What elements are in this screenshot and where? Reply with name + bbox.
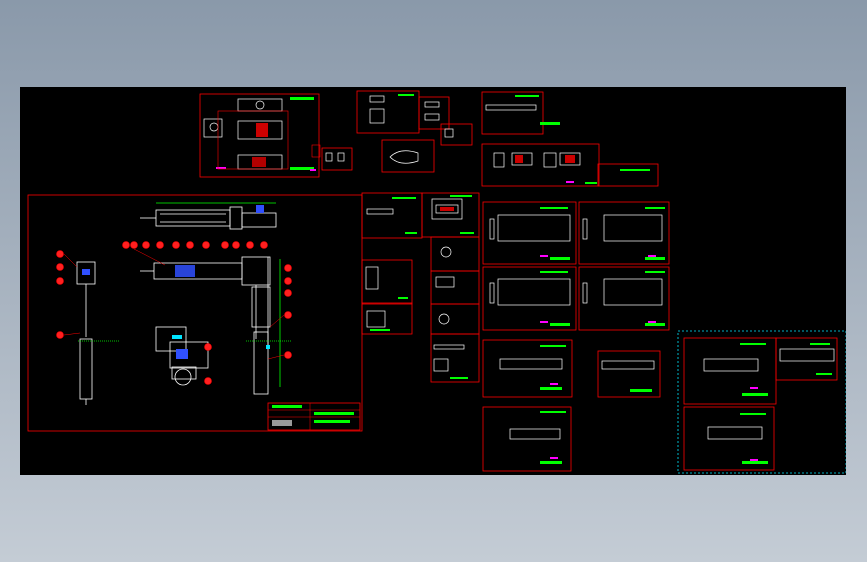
part-sheet-18 bbox=[482, 201, 577, 265]
leader-lines bbox=[63, 248, 285, 360]
part-hatching bbox=[252, 123, 575, 211]
assembly-dimensions bbox=[78, 202, 292, 387]
balloon-callout bbox=[56, 331, 64, 339]
balloon-callout bbox=[122, 241, 130, 249]
group-boundary-dashed bbox=[677, 330, 846, 474]
balloon-callout bbox=[186, 241, 194, 249]
part-sheet-2 bbox=[356, 90, 420, 134]
part-sheet-13 bbox=[361, 302, 413, 335]
balloon-callout bbox=[204, 377, 212, 385]
part-sheet-16 bbox=[430, 303, 480, 335]
balloon-callout bbox=[232, 241, 240, 249]
part-sheet-8 bbox=[321, 147, 353, 171]
part-sheet-4 bbox=[440, 123, 473, 146]
balloon-callout bbox=[204, 343, 212, 351]
sheet-frames bbox=[27, 90, 838, 472]
part-sheet-21 bbox=[578, 266, 670, 331]
balloon-callout bbox=[284, 264, 292, 272]
part-sheet-7 bbox=[597, 163, 659, 187]
part-sheet-20 bbox=[482, 266, 577, 331]
balloon-callout bbox=[130, 241, 138, 249]
part-sheet-19 bbox=[578, 201, 670, 265]
balloon-callout bbox=[56, 263, 64, 271]
balloon-callout bbox=[202, 241, 210, 249]
part-sheet-6 bbox=[481, 143, 600, 187]
balloon-callout bbox=[284, 311, 292, 319]
balloon-callouts bbox=[56, 241, 292, 385]
balloon-callout bbox=[56, 277, 64, 285]
cyan-parts bbox=[172, 335, 270, 349]
drawing-canvas[interactable] bbox=[20, 87, 846, 475]
part-sheet-26 bbox=[775, 337, 838, 381]
balloon-callout bbox=[246, 241, 254, 249]
balloon-callout bbox=[142, 241, 150, 249]
balloon-callout bbox=[221, 241, 229, 249]
part-sheet-23 bbox=[597, 350, 661, 398]
part-geometry bbox=[203, 95, 835, 440]
annotation-marks bbox=[216, 167, 758, 461]
inner-part-frames bbox=[217, 110, 321, 170]
part-sheet-1 bbox=[199, 93, 320, 178]
cad-drawing bbox=[27, 90, 846, 474]
part-sheet-14 bbox=[430, 236, 480, 272]
assembly-views bbox=[76, 206, 277, 405]
highlight-fills bbox=[82, 205, 264, 359]
part-sheet-27 bbox=[683, 406, 775, 471]
balloon-callout bbox=[156, 241, 164, 249]
part-sheet-10 bbox=[361, 192, 423, 239]
part-dimension-text bbox=[290, 94, 832, 464]
part-sheet-11 bbox=[421, 192, 480, 238]
balloon-callout bbox=[284, 289, 292, 297]
part-sheet-22 bbox=[482, 339, 573, 398]
balloon-callout bbox=[284, 277, 292, 285]
assembly-sheet-frame bbox=[27, 194, 363, 432]
balloon-callout bbox=[172, 241, 180, 249]
part-sheet-24 bbox=[482, 406, 572, 472]
part-sheet-9 bbox=[381, 139, 435, 173]
part-sheet-17 bbox=[430, 333, 480, 383]
part-sheet-5 bbox=[481, 91, 544, 135]
balloon-callout bbox=[260, 241, 268, 249]
part-sheet-12 bbox=[361, 259, 413, 305]
balloon-callout bbox=[284, 351, 292, 359]
title-block bbox=[267, 402, 361, 431]
balloon-callout bbox=[56, 250, 64, 258]
part-sheet-3 bbox=[418, 96, 450, 130]
part-sheet-15 bbox=[430, 270, 480, 305]
